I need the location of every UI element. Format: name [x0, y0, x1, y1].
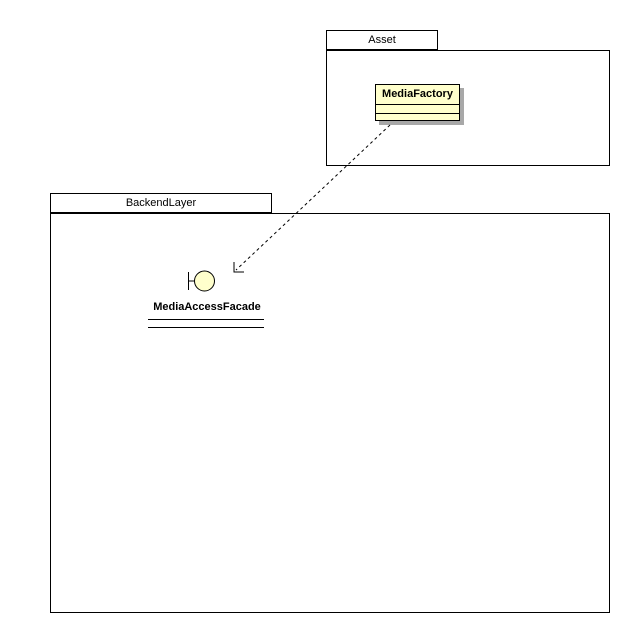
class-media-factory-operations-compartment: [376, 113, 459, 122]
package-backendlayer-label: BackendLayer: [125, 197, 197, 209]
package-backendlayer-tab: BackendLayer: [50, 193, 272, 213]
class-media-factory-name: MediaFactory: [382, 88, 453, 100]
interface-underline-2: [148, 327, 264, 328]
package-backendlayer-body: [50, 213, 610, 613]
package-asset-tab: Asset: [326, 30, 438, 50]
package-asset-body: [326, 50, 610, 166]
class-media-factory: MediaFactory: [375, 84, 460, 121]
class-media-factory-attributes-compartment: [376, 104, 459, 113]
interface-underline-1: [148, 319, 264, 320]
package-asset-label: Asset: [368, 34, 396, 46]
interface-media-access-facade-name: MediaAccessFacade: [153, 301, 261, 313]
